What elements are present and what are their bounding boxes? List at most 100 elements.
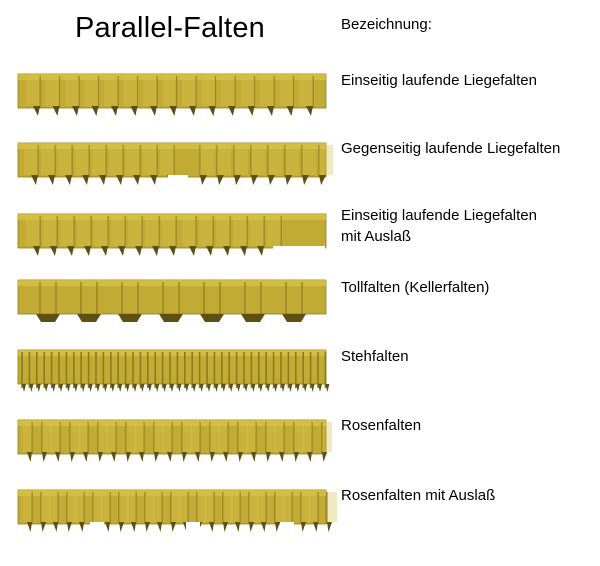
pleat-tip bbox=[111, 452, 116, 462]
pleat-tip bbox=[133, 384, 137, 392]
pleat-face bbox=[327, 492, 337, 522]
pleat-tip bbox=[206, 246, 213, 256]
pleat-tip bbox=[238, 452, 243, 462]
pleat-tip bbox=[41, 522, 46, 532]
pleat-face bbox=[217, 145, 231, 175]
pleat-tip bbox=[55, 452, 60, 462]
pleat-tip bbox=[29, 384, 34, 392]
pleat-face bbox=[42, 422, 52, 452]
pleat-face bbox=[126, 422, 136, 452]
pleat-face bbox=[182, 76, 196, 106]
pleat-face bbox=[201, 76, 216, 106]
pleat-face bbox=[45, 76, 60, 106]
pleat-face bbox=[145, 216, 159, 246]
pleat-face bbox=[26, 216, 40, 246]
pleat-face bbox=[238, 422, 248, 452]
pleat-label-line: Gegenseitig laufende Liegefalten bbox=[341, 140, 561, 157]
pleat-tip bbox=[319, 175, 326, 185]
pleat-tip bbox=[50, 246, 57, 256]
pleat-tip bbox=[79, 522, 84, 532]
pleat-tip bbox=[267, 106, 274, 116]
pleat-face bbox=[119, 492, 129, 522]
pleat-tip bbox=[282, 314, 306, 322]
pleat-face bbox=[301, 492, 311, 522]
pleat-tip bbox=[44, 384, 49, 392]
pleat-tip bbox=[36, 384, 41, 392]
pleat-tip bbox=[285, 175, 292, 185]
pleat-tip bbox=[27, 522, 32, 532]
pleat-tip bbox=[209, 522, 214, 532]
pleat-face bbox=[233, 216, 247, 246]
pleat-face bbox=[154, 422, 164, 452]
pleat-tip bbox=[306, 106, 313, 116]
pleat-face bbox=[260, 76, 274, 106]
pleat-gap bbox=[280, 522, 294, 532]
pleat-tip bbox=[223, 246, 230, 256]
pleat-gap bbox=[168, 175, 188, 185]
pleat-tip bbox=[167, 452, 172, 462]
pleat-tip bbox=[210, 452, 215, 462]
pleat-face bbox=[216, 216, 230, 246]
pleat-tip bbox=[81, 384, 86, 392]
pleat-tip bbox=[157, 522, 162, 532]
pleat-face bbox=[100, 492, 110, 522]
pleat-face bbox=[58, 145, 72, 175]
pleat-gap bbox=[90, 522, 104, 532]
pleat-tip bbox=[52, 106, 60, 116]
designation-header: Bezeichnung: bbox=[341, 16, 432, 33]
pleat-tip bbox=[150, 175, 157, 185]
pleat-face bbox=[41, 145, 55, 175]
pleat-face bbox=[145, 492, 155, 522]
pleat-face bbox=[77, 216, 91, 246]
pleat-face bbox=[275, 492, 285, 522]
pleat-tip bbox=[258, 384, 263, 392]
pleat-face bbox=[266, 422, 276, 452]
pleat-face bbox=[84, 76, 99, 106]
pleat-tip bbox=[72, 106, 79, 116]
pleat-face bbox=[302, 145, 316, 175]
pleat-gap bbox=[186, 522, 200, 532]
pleat-tip bbox=[154, 452, 159, 462]
pleat-tip bbox=[223, 522, 228, 532]
pleat-tip bbox=[310, 384, 315, 392]
pleat-face bbox=[182, 216, 196, 246]
pleat-face bbox=[319, 145, 333, 175]
pleat-face bbox=[22, 422, 32, 452]
pleat-sample-box bbox=[17, 279, 327, 322]
pleat-tip bbox=[130, 106, 138, 116]
pleat-gap bbox=[273, 246, 325, 256]
pleat-tip bbox=[228, 106, 235, 116]
pleat-tip bbox=[118, 384, 123, 392]
pleat-face bbox=[78, 422, 88, 452]
pleat-tip bbox=[266, 384, 271, 392]
pleat-tip bbox=[251, 175, 258, 185]
pleat-face bbox=[182, 422, 192, 452]
pleat-face bbox=[230, 492, 240, 522]
pleat-face bbox=[256, 492, 266, 522]
pleat-tip bbox=[177, 384, 182, 392]
pleat-face bbox=[274, 422, 284, 452]
pleat-tip bbox=[101, 246, 108, 256]
pleat-face bbox=[50, 422, 60, 452]
pleat-tip bbox=[169, 106, 177, 116]
pleat-face bbox=[75, 145, 89, 175]
pleat-tip bbox=[131, 522, 136, 532]
pleat-tip bbox=[240, 246, 247, 256]
pleat-tip bbox=[145, 522, 150, 532]
pleat-face bbox=[111, 216, 125, 246]
pleat-tip bbox=[236, 384, 241, 392]
pleat-label: Stehfalten bbox=[341, 346, 409, 367]
pleat-face bbox=[234, 145, 248, 175]
pleat-tip bbox=[147, 384, 152, 392]
pleat-label-line: mit Auslaß bbox=[341, 228, 412, 245]
pleat-label: Einseitig laufende Liegefalten mit Ausla… bbox=[341, 205, 537, 247]
pleat-tip bbox=[200, 175, 207, 185]
pleat-face bbox=[282, 492, 292, 522]
pleat-tip bbox=[88, 384, 93, 392]
pleat-tip bbox=[110, 384, 115, 392]
pleat-face bbox=[294, 422, 304, 452]
pleat-tip bbox=[307, 452, 312, 462]
pleat-tip bbox=[207, 384, 211, 392]
pleat-face bbox=[162, 76, 177, 106]
pleat-tip bbox=[189, 106, 196, 116]
